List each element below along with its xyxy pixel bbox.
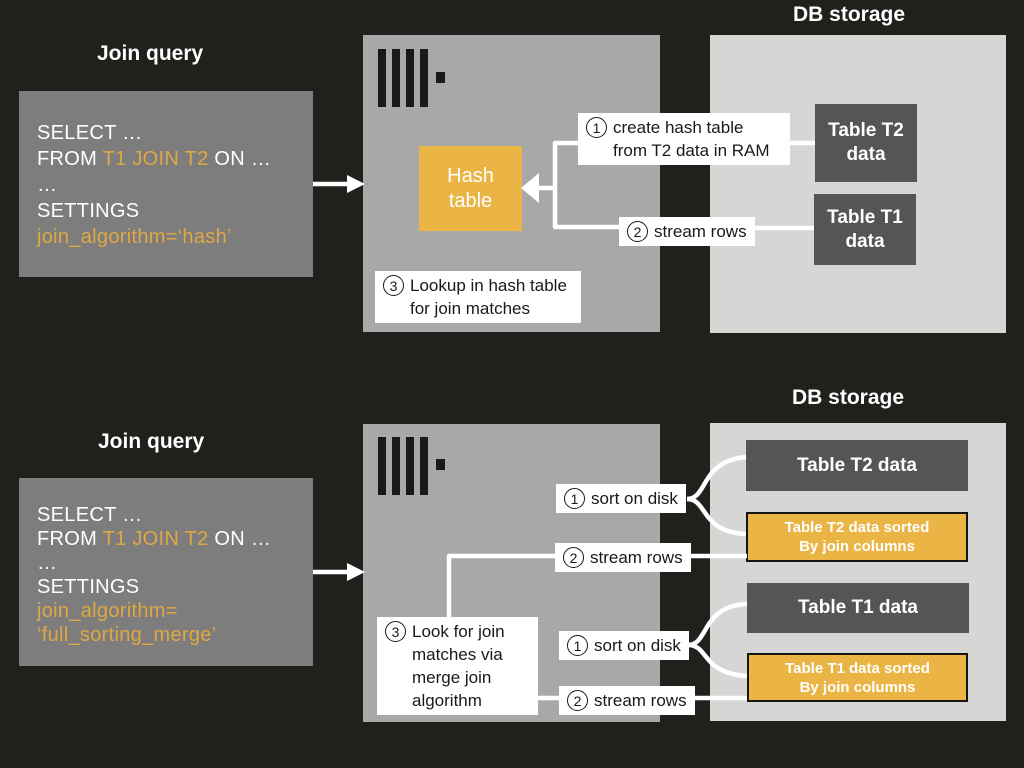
step-number-circle: 3 (385, 621, 406, 642)
step-label-create-hash-table: 1 create hash table from T2 data in RAM (578, 113, 790, 165)
merge-join-query-box: SELECT … FROM T1 JOIN T2 ON … … SETTINGS… (19, 478, 313, 666)
step-label-sort-on-disk-t1: 1 sort on disk (559, 631, 689, 660)
step-number-circle: 3 (383, 275, 404, 296)
sql-line-settings: SETTINGS (37, 200, 140, 222)
hash-join-db-storage-title: DB storage (793, 3, 906, 26)
sql-line-from: FROM T1 JOIN T2 ON … (37, 148, 272, 170)
clickhouse-server-icon-dot (436, 72, 445, 83)
step-label-text: Look for join matches via merge join alg… (412, 622, 505, 710)
step-label-text: create hash table from T2 data in RAM (613, 118, 770, 160)
step-label-text: sort on disk (591, 489, 678, 508)
step-number-circle: 1 (564, 488, 585, 509)
clickhouse-server-icon (378, 437, 428, 495)
step-label-stream-rows-t2: 2 stream rows (555, 543, 691, 572)
step-number-circle: 1 (567, 635, 588, 656)
step-label-lookup-hash-table: 3 Lookup in hash table for join matches (375, 271, 581, 323)
sql-line-settings: SETTINGS (37, 576, 140, 598)
hash-join-query-box: SELECT … FROM T1 JOIN T2 ON … … SETTINGS… (19, 91, 313, 277)
sql-line-from: FROM T1 JOIN T2 ON … (37, 528, 272, 550)
clickhouse-server-icon (378, 49, 428, 107)
table-t1-sorted-box: Table T1 data sorted By join columns (747, 653, 968, 702)
sql-line-algorithm-value: ‘full_sorting_merge’ (37, 624, 217, 646)
step-label-text: stream rows (590, 548, 683, 567)
table-t2-data-box: Table T2 data (746, 440, 968, 491)
step-label-text: Lookup in hash table for join matches (410, 276, 567, 318)
clickhouse-server-icon-dot (436, 459, 445, 470)
step-number-circle: 2 (627, 221, 648, 242)
step-number-circle: 2 (567, 690, 588, 711)
sql-join-tables: T1 JOIN T2 (102, 528, 209, 550)
step-label-text: sort on disk (594, 636, 681, 655)
step-label-stream-rows: 2 stream rows (619, 217, 755, 246)
step-label-sort-on-disk-t2: 1 sort on disk (556, 484, 686, 513)
hash-join-db-storage-box: Table T2 data Table T1 data (710, 35, 1006, 333)
step-number-circle: 1 (586, 117, 607, 138)
merge-join-query-title: Join query (98, 430, 205, 453)
hash-join-sql-code: SELECT … FROM T1 JOIN T2 ON … … SETTINGS… (37, 120, 271, 250)
sql-line-select: SELECT … (37, 122, 143, 144)
step-label-text: stream rows (594, 691, 687, 710)
merge-join-sql-code: SELECT … FROM T1 JOIN T2 ON … … SETTINGS… (37, 503, 271, 647)
hash-join-query-title: Join query (97, 42, 204, 65)
sql-line-algorithm: join_algorithm= (37, 600, 178, 622)
table-t1-data-box: Table T1 data (747, 583, 969, 633)
table-t2-sorted-box: Table T2 data sorted By join columns (746, 512, 968, 562)
sql-line-ellipsis: … (37, 552, 58, 574)
sql-line-ellipsis: … (37, 174, 58, 196)
step-label-merge-join-lookup: 3 Look for join matches via merge join a… (377, 617, 538, 715)
merge-join-db-storage-title: DB storage (792, 386, 905, 409)
sql-join-tables: T1 JOIN T2 (102, 148, 209, 170)
step-label-stream-rows-t1: 2 stream rows (559, 686, 695, 715)
sql-line-select: SELECT … (37, 504, 143, 526)
sql-line-algorithm: join_algorithm=‘hash’ (37, 226, 232, 248)
hash-table-box: Hash table (419, 146, 522, 231)
step-number-circle: 2 (563, 547, 584, 568)
merge-join-db-storage-box: Table T2 data Table T2 data sorted By jo… (710, 423, 1006, 721)
table-t2-data-box: Table T2 data (815, 104, 917, 182)
step-label-text: stream rows (654, 222, 747, 241)
table-t1-data-box: Table T1 data (814, 194, 916, 265)
